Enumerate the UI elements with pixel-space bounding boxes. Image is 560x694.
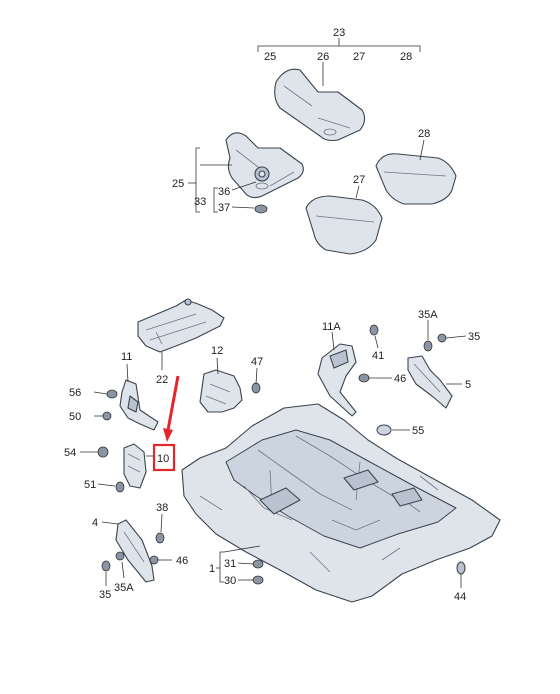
callout-36: 36 bbox=[218, 186, 230, 198]
floor-mat-27[interactable] bbox=[305, 185, 383, 255]
trim-11A[interactable] bbox=[317, 331, 357, 417]
callout-46-top: 46 bbox=[394, 373, 406, 385]
callout-30: 30 bbox=[224, 575, 236, 587]
indicator-arrow bbox=[163, 375, 180, 442]
fastener-41 bbox=[369, 324, 379, 349]
fastener-35A-lower bbox=[115, 551, 125, 579]
callout-27: 27 bbox=[353, 174, 365, 186]
callout-56: 56 bbox=[69, 387, 81, 399]
callout-11: 11 bbox=[121, 351, 132, 363]
callout-38: 38 bbox=[156, 502, 168, 514]
floor-mat-28[interactable] bbox=[375, 139, 457, 205]
callout-35A-bottom: 35A bbox=[114, 582, 134, 594]
fastener-46-upper bbox=[358, 373, 392, 383]
fastener-44 bbox=[456, 561, 466, 588]
callout-11A: 11A bbox=[322, 321, 341, 333]
callout-35A-top: 35A bbox=[418, 309, 438, 321]
callout-35-top: 35 bbox=[468, 331, 480, 343]
callout-23: 23 bbox=[333, 27, 345, 39]
panel-12[interactable] bbox=[199, 357, 243, 413]
callout-46-bottom: 46 bbox=[176, 555, 188, 567]
callout-1: 1 bbox=[209, 563, 215, 575]
callout-10: 10 bbox=[157, 453, 169, 465]
callout-28: 28 bbox=[418, 128, 430, 140]
callout-37: 37 bbox=[218, 202, 230, 214]
fastener-47 bbox=[251, 367, 261, 394]
fastener-51 bbox=[97, 481, 125, 493]
callout-54: 54 bbox=[64, 447, 76, 459]
carpet-1[interactable] bbox=[181, 403, 501, 603]
trim-10[interactable] bbox=[123, 443, 154, 489]
callout-35-bottom: 35 bbox=[99, 589, 111, 601]
fastener-50 bbox=[94, 411, 112, 421]
floor-mat-25[interactable] bbox=[225, 132, 304, 199]
callout-28-top: 28 bbox=[400, 51, 412, 63]
fastener-56 bbox=[93, 389, 118, 399]
callout-labels: 23 25 26 27 28 28 27 25 36 33 37 22 11 1… bbox=[64, 27, 480, 603]
callout-33: 33 bbox=[194, 196, 206, 208]
callout-51: 51 bbox=[84, 479, 96, 491]
fastener-30 bbox=[238, 575, 264, 585]
callout-44: 44 bbox=[454, 591, 466, 603]
highlight-box-10 bbox=[152, 443, 176, 472]
plug-55 bbox=[376, 424, 410, 436]
callout-27-top: 27 bbox=[353, 51, 365, 63]
fastener-35A-upper bbox=[423, 320, 433, 352]
callout-50: 50 bbox=[69, 411, 81, 423]
callout-5: 5 bbox=[465, 379, 471, 391]
fastener-38 bbox=[155, 513, 165, 544]
fastener-46-lower bbox=[149, 555, 172, 565]
callout-22: 22 bbox=[156, 374, 168, 386]
trim-4[interactable] bbox=[101, 519, 155, 583]
fastener-31 bbox=[237, 559, 264, 569]
callout-4: 4 bbox=[92, 517, 98, 529]
heat-shield-22[interactable] bbox=[137, 298, 225, 370]
fastener-37 bbox=[254, 204, 268, 214]
callout-41: 41 bbox=[372, 350, 384, 362]
callout-26-top: 26 bbox=[317, 51, 329, 63]
floor-mats-group bbox=[188, 38, 457, 255]
fastener-35-lower bbox=[101, 560, 111, 586]
callout-25: 25 bbox=[172, 178, 184, 190]
callout-25-top: 25 bbox=[264, 51, 276, 63]
callout-31: 31 bbox=[224, 558, 236, 570]
fastener-35-upper bbox=[437, 333, 467, 343]
callout-55: 55 bbox=[412, 425, 424, 437]
trim-5[interactable] bbox=[407, 355, 462, 409]
callout-12: 12 bbox=[211, 345, 223, 357]
trim-11[interactable] bbox=[119, 363, 159, 431]
fastener-54 bbox=[80, 446, 109, 458]
callout-47: 47 bbox=[251, 356, 263, 368]
floor-mat-26[interactable] bbox=[274, 62, 366, 142]
